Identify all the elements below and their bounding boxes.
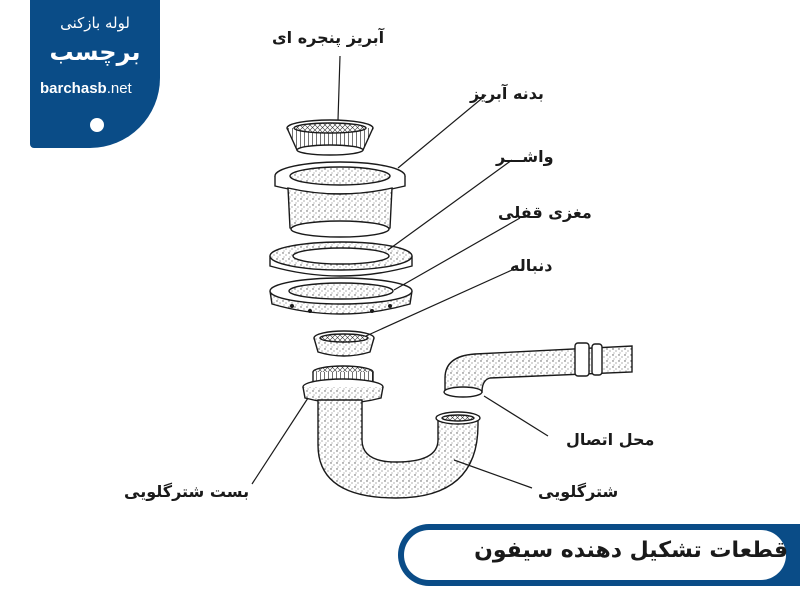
label-connection-point: محل اتصال (566, 430, 655, 449)
label-tailpiece: دنباله (510, 256, 553, 275)
trap-bend (317, 399, 481, 499)
leader-lines (251, 55, 549, 489)
brand-badge: لوله بازکنی برچسب barchasb.net (30, 0, 160, 148)
strainer-body (274, 161, 406, 238)
strainer-basket (286, 119, 374, 156)
label-lock-nut: مغزی قفلی (498, 203, 592, 222)
label-washer: واشـــر (496, 147, 554, 166)
trap-clamp (302, 365, 384, 404)
washer (269, 241, 413, 277)
label-strainer-body: بدنه آبریز (470, 84, 544, 103)
lock-nut (269, 277, 413, 315)
brand-domain: barchasb.net (40, 80, 160, 97)
brand-domain-tld: .net (106, 80, 132, 97)
title-bar: قطعات تشکیل دهنده سیفون (398, 524, 800, 586)
tailpiece (313, 330, 375, 357)
trap-arm-pipe (443, 342, 633, 398)
brand-domain-main: barchasb (40, 80, 107, 97)
label-trap-bend: شترگلویی (538, 482, 619, 501)
page-title: قطعات تشکیل دهنده سیفون (474, 538, 788, 563)
badge-dot-icon (90, 118, 104, 132)
brand-name-line2: برچسب (49, 38, 141, 66)
label-strainer-basket: آبریز پنجره ای (272, 28, 385, 47)
label-trap-clamp: بست شترگلویی (124, 482, 250, 501)
title-bar-inner (404, 530, 786, 580)
brand-name-line1: لوله بازکنی (60, 14, 130, 32)
